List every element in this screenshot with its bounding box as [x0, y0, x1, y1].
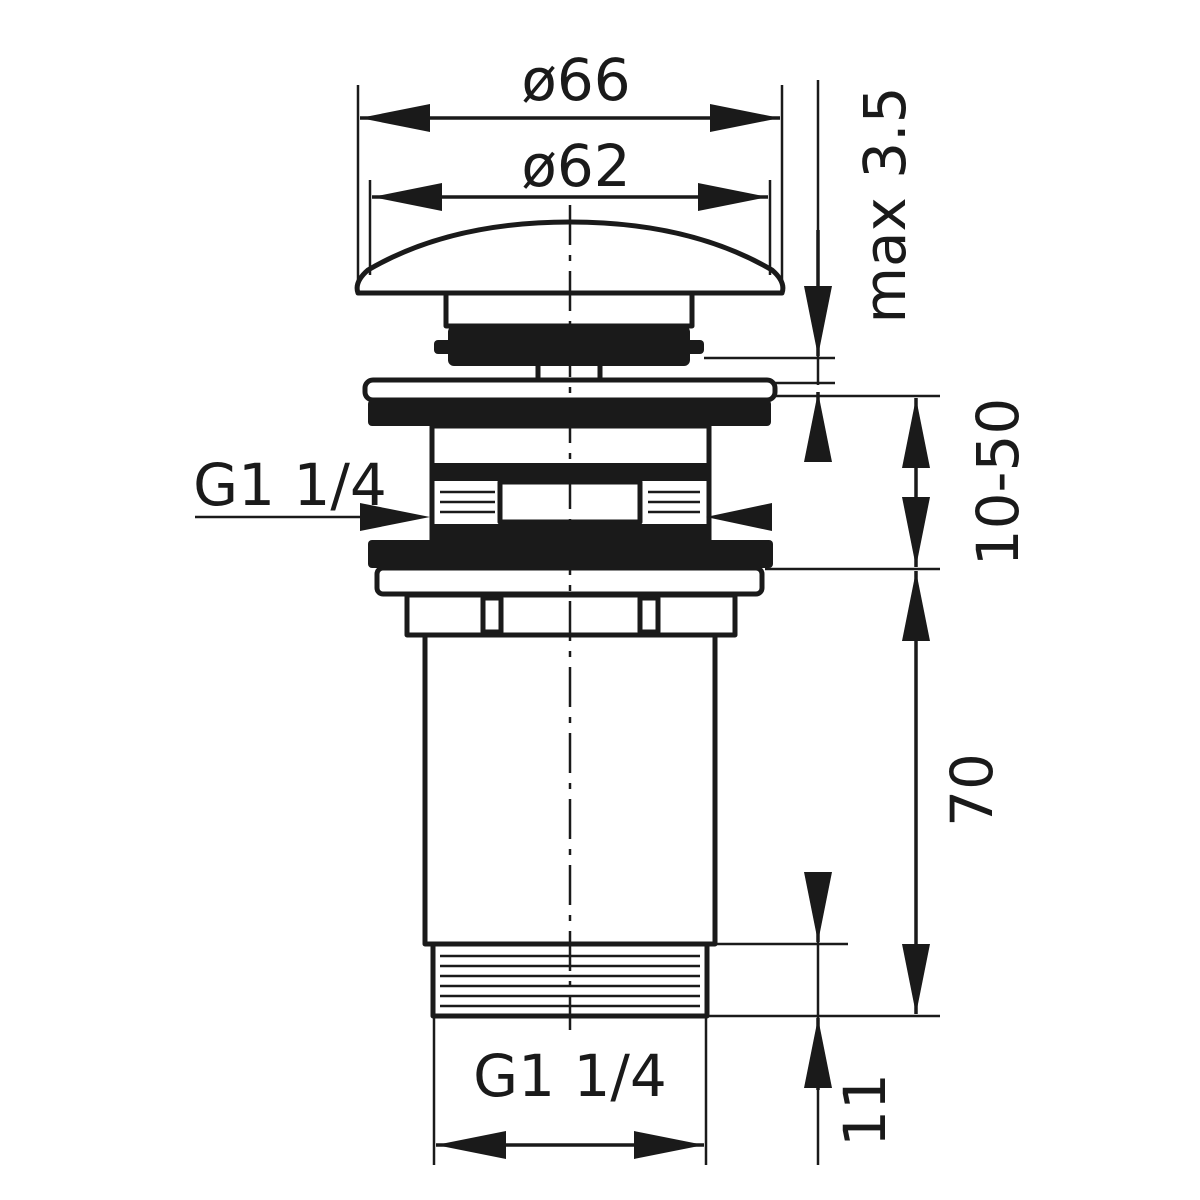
side-thread-label: G1 1/4 — [193, 451, 387, 519]
outer-diameter-label: ø66 — [521, 46, 630, 114]
body-length-label: 70 — [938, 753, 1006, 827]
side-thread-arrow-left — [360, 503, 430, 531]
bottom-thread-label: G1 1/4 — [473, 1042, 667, 1110]
dimension-clamp-range: 10-50 — [765, 394, 1032, 571]
thread-length-label: 11 — [831, 1073, 899, 1147]
cap-diameter-label: ø62 — [521, 132, 630, 200]
nut-notch-left — [480, 595, 504, 635]
dimension-outer-diameter: ø66 — [356, 46, 784, 292]
cap-clearance-label: max 3.5 — [851, 86, 919, 323]
dimension-thread-length: 11 — [709, 872, 899, 1165]
dimension-cap-diameter: ø62 — [368, 132, 772, 275]
clamp-range-label: 10-50 — [964, 398, 1032, 567]
side-thread-lines — [440, 490, 700, 514]
side-thread-arrow-right — [706, 503, 772, 531]
dimension-bottom-thread: G1 1/4 — [432, 1018, 708, 1165]
body-band-lower — [432, 524, 709, 542]
dimension-cap-clearance: max 3.5 — [704, 80, 919, 462]
nut-notch-right — [637, 595, 661, 635]
dimension-side-thread: G1 1/4 — [193, 451, 772, 531]
dimension-body-length: 70 — [709, 571, 1006, 1018]
